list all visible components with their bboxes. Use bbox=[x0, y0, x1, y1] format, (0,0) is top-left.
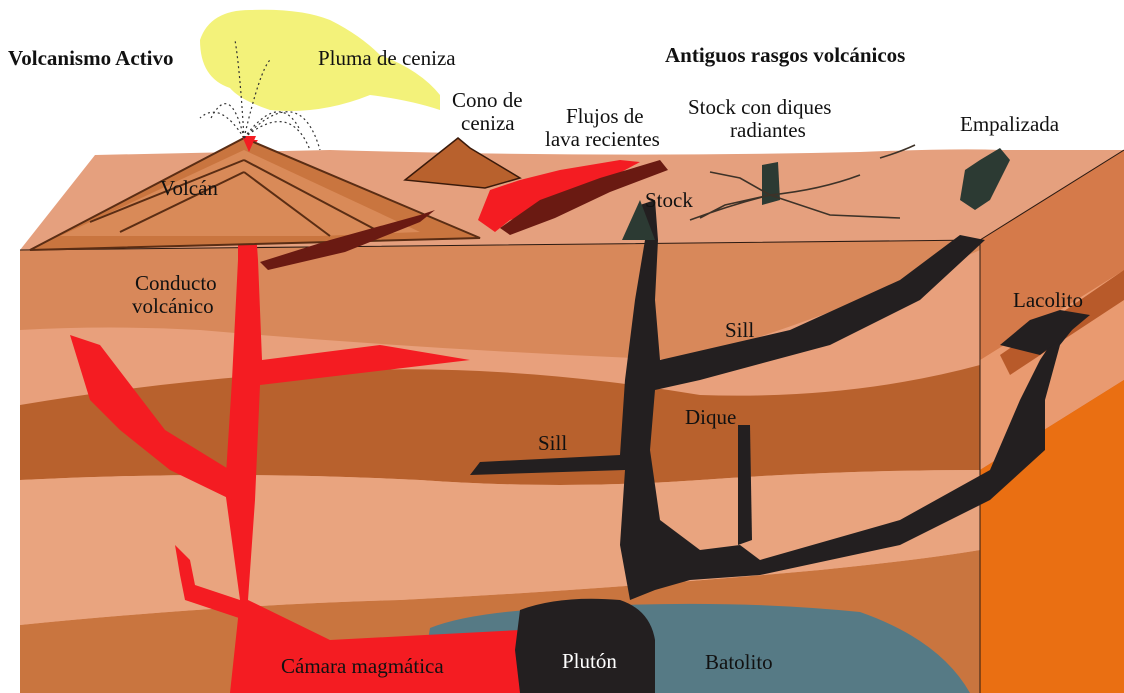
label-ash-plume: Pluma de ceniza bbox=[318, 46, 456, 70]
header-ancient-features: Antiguos rasgos volcánicos bbox=[665, 43, 905, 67]
label-lava-flows-line1: Flujos de bbox=[566, 104, 644, 128]
block-side-face bbox=[980, 150, 1124, 693]
label-batholith: Batolito bbox=[705, 650, 773, 674]
label-cinder-cone-line2: ceniza bbox=[461, 111, 515, 135]
label-volcanic-neck: Empalizada bbox=[960, 112, 1060, 136]
label-stock-dikes-line1: Stock con diques bbox=[688, 95, 831, 119]
label-volcano: Volcán bbox=[160, 176, 218, 200]
label-stock: Stock bbox=[645, 188, 693, 212]
label-sill-lower: Sill bbox=[538, 431, 567, 455]
label-pluton: Plutón bbox=[562, 649, 617, 673]
label-dike: Dique bbox=[685, 405, 736, 429]
header-active-volcanism: Volcanismo Activo bbox=[8, 46, 173, 70]
label-sill-upper: Sill bbox=[725, 318, 754, 342]
label-magma-chamber: Cámara magmática bbox=[281, 654, 444, 678]
label-conduit-line1: Conducto bbox=[135, 271, 217, 295]
label-stock-dikes-line2: radiantes bbox=[730, 118, 806, 142]
label-laccolith: Lacolito bbox=[1013, 288, 1083, 312]
label-cinder-cone-line1: Cono de bbox=[452, 88, 523, 112]
label-conduit-line2: volcánico bbox=[132, 294, 214, 318]
label-lava-flows-line2: lava recientes bbox=[545, 127, 660, 151]
